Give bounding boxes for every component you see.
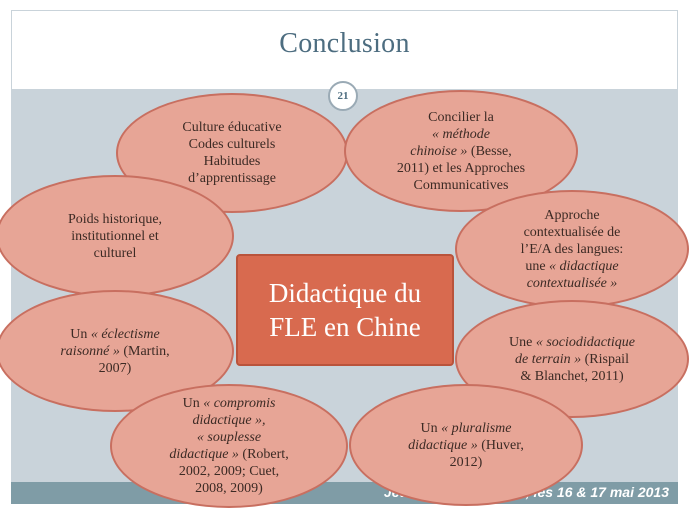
oval-text-line: Un xyxy=(420,420,442,436)
oval-text-line: Un xyxy=(70,326,91,342)
oval-text-line: 2008, 2009) xyxy=(195,481,263,496)
oval-text-italic: raisonné » xyxy=(60,343,120,359)
oval-text-line: d’apprentissage xyxy=(188,171,276,186)
oval-text-italic: « sociodidactique xyxy=(535,334,635,350)
oval-approche-contextualisee: Approche contextualisée de l’E/A des lan… xyxy=(455,190,689,308)
oval-text-line: & Blanchet, 2011) xyxy=(520,368,624,384)
oval-text-line: (Martin, xyxy=(119,343,170,359)
center-concept-box: Didactique du FLE en Chine xyxy=(236,254,454,366)
oval-text-line: 2002, 2009; Cuet, xyxy=(178,464,280,479)
oval-text-italic: « compromis xyxy=(203,396,276,411)
oval-text-line: Concilier la xyxy=(428,109,494,125)
oval-text-line: une xyxy=(525,258,550,274)
oval-text-line: 2012) xyxy=(449,454,483,470)
oval-text-line: Une xyxy=(509,334,536,350)
oval-text-line: l’E/A des langues: xyxy=(520,241,624,257)
oval-text-line: institutionnel et xyxy=(71,228,159,244)
oval-text-line: contextualisée de xyxy=(523,224,621,240)
oval-text-line: culturel xyxy=(93,245,137,261)
center-title-line: FLE en Chine xyxy=(269,312,421,342)
oval-text-italic: « souplesse xyxy=(196,430,262,445)
oval-text-italic: chinoise » xyxy=(410,143,468,159)
oval-text-line: (Besse, xyxy=(467,143,512,159)
title-area xyxy=(11,10,678,90)
oval-poids-historique: Poids historique, institutionnel et cult… xyxy=(0,175,234,297)
oval-pluralisme-didactique: Un « pluralisme didactique » (Huver, 201… xyxy=(349,384,583,506)
oval-text-line: Poids historique, xyxy=(67,211,163,227)
oval-compromis-didactique: Un « compromis didactique », « souplesse… xyxy=(110,384,348,508)
oval-text-italic: « méthode xyxy=(432,126,490,142)
oval-text-line: (Rispail xyxy=(581,351,629,367)
oval-text-line: (Huver, xyxy=(477,437,524,453)
oval-text-italic: « éclectisme xyxy=(90,326,160,342)
oval-text-line: Un xyxy=(182,396,204,411)
oval-text-line: Habitudes xyxy=(203,154,261,169)
oval-text-line: Codes culturels xyxy=(188,137,276,152)
center-title-line: Didactique du xyxy=(268,278,422,308)
oval-text-line: (Robert, xyxy=(238,447,289,462)
oval-text-line: 2007) xyxy=(98,360,132,376)
oval-text-italic: contextualisée » xyxy=(526,275,618,291)
oval-text-line: 2011) et les Approches xyxy=(396,160,526,176)
oval-text-italic: didactique » xyxy=(169,447,239,462)
oval-text-italic: « didactique xyxy=(549,258,619,274)
oval-culture-educative: Culture éducative Codes culturels Habitu… xyxy=(116,93,348,213)
page-number-badge: 21 xyxy=(328,81,358,111)
oval-text-line: Approche xyxy=(544,207,600,223)
oval-text-italic: de terrain » xyxy=(515,351,582,367)
oval-text-line: Culture éducative xyxy=(182,120,282,135)
oval-text-italic: didactique » xyxy=(408,437,478,453)
oval-text-italic: didactique », xyxy=(192,413,266,428)
slide-title: Conclusion xyxy=(279,28,410,59)
oval-text-line: Communicatives xyxy=(413,177,509,193)
oval-text-italic: « pluralisme xyxy=(441,420,512,436)
